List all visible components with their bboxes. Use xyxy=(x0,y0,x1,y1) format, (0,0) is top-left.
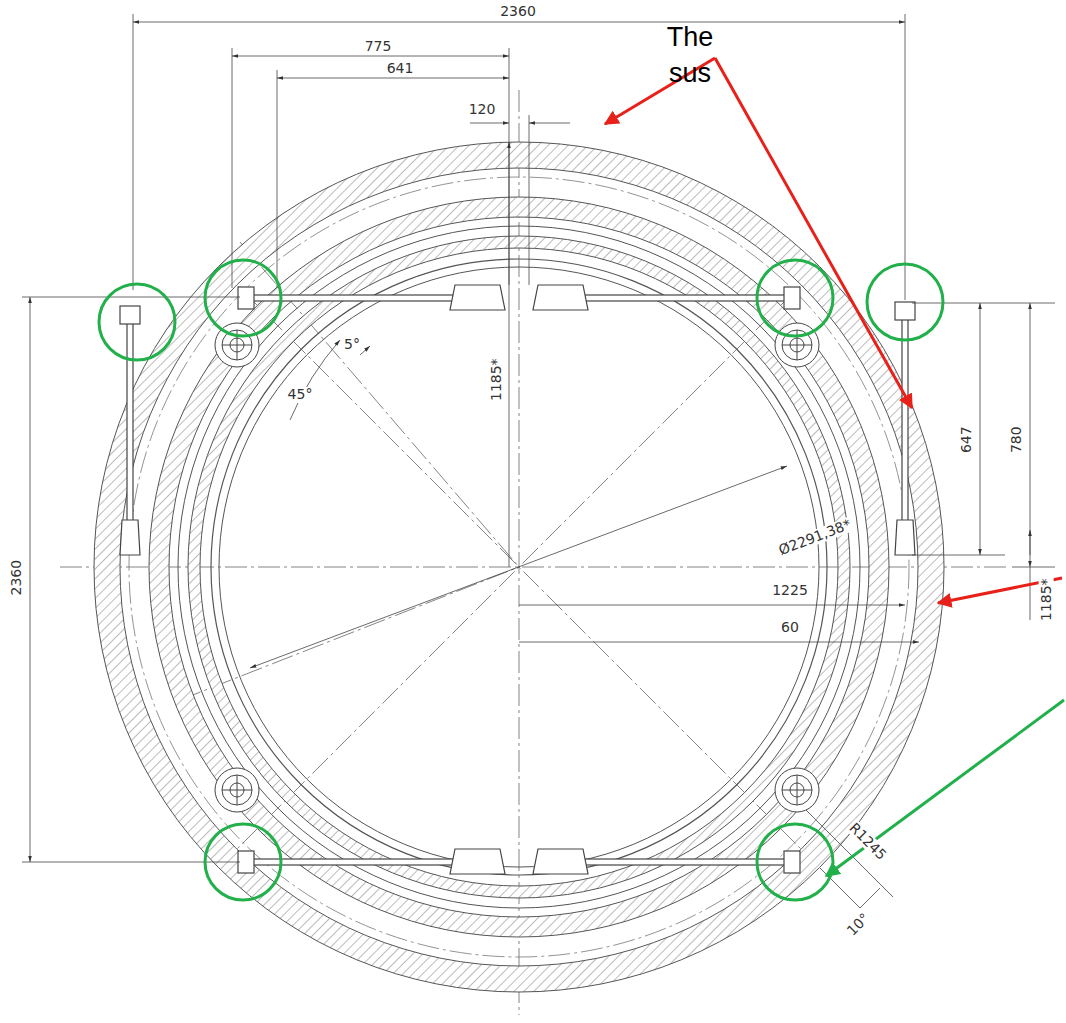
angle-value: 10° xyxy=(842,909,873,940)
suspension-rods xyxy=(120,285,915,874)
dimension-value: 647 xyxy=(958,425,973,456)
angle-value: 45° xyxy=(286,387,315,402)
dimension-value: 1185* xyxy=(1038,577,1053,624)
callout-text: The xyxy=(667,23,714,53)
center-lines xyxy=(60,90,1010,1015)
dimension-value: 1225 xyxy=(770,583,810,598)
dimension-value: 780 xyxy=(1008,425,1023,456)
dimension-value: 2360 xyxy=(9,558,24,598)
angle-value: 5° xyxy=(342,337,362,352)
dimension-value: 2360 xyxy=(498,4,538,19)
vessel-rings xyxy=(94,142,944,992)
dimension-value: 60 xyxy=(779,620,801,635)
dimension-value: 641 xyxy=(385,61,416,76)
dimension-value: 1185* xyxy=(488,357,503,404)
flange-bolts xyxy=(215,323,819,812)
dimension-lines xyxy=(22,14,1055,908)
callout-text: sus xyxy=(669,59,711,89)
dimension-value: 775 xyxy=(363,39,394,54)
annotation-marks xyxy=(99,58,1064,900)
dimension-value: 120 xyxy=(467,102,498,117)
